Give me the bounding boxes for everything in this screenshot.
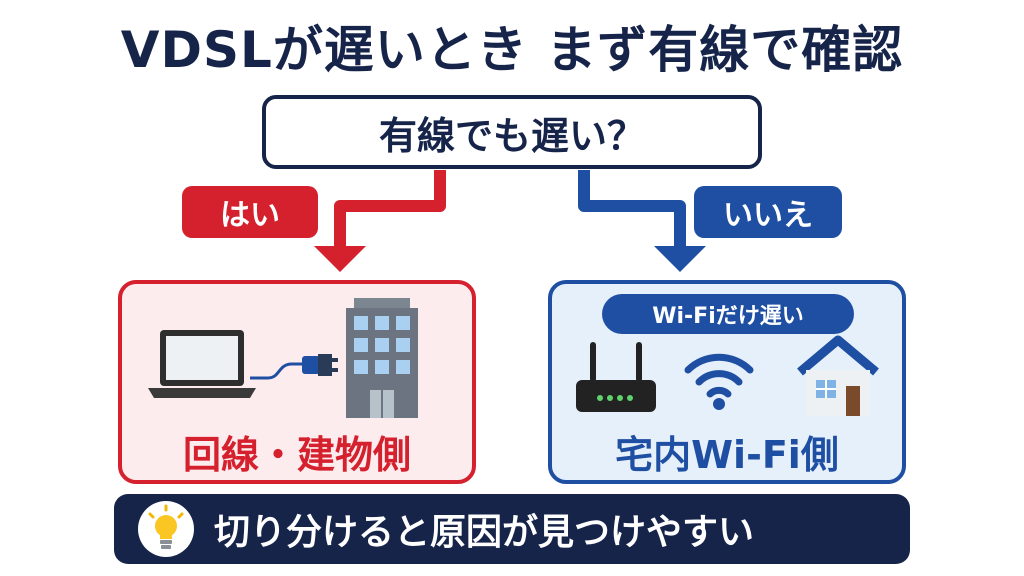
- home-wifi-label: 宅内Wi-Fi側: [615, 433, 839, 477]
- building-icon: [346, 298, 418, 418]
- wifi-icon: [684, 353, 754, 410]
- yes-arrowhead: [314, 246, 366, 272]
- footer-text: 切り分けると原因が見つけやすい: [214, 512, 755, 553]
- yes-arrow: [334, 170, 446, 248]
- house-icon: [797, 335, 879, 416]
- no-badge: いいえ: [694, 186, 842, 238]
- question-box: 有線でも遅い？: [262, 95, 762, 169]
- wifi-only-slow-pill: Wi-Fiだけ遅い: [602, 294, 854, 334]
- home-wifi-panel: Wi-Fiだけ遅い 宅内Wi-Fi側: [548, 280, 906, 484]
- no-label: いいえ: [723, 198, 813, 233]
- no-arrowhead: [654, 246, 706, 272]
- question-text: 有線でも遅い？: [378, 113, 645, 158]
- wifi-only-slow-label: Wi-Fiだけ遅い: [652, 304, 804, 329]
- page-title: VDSLが遅いとき まず有線で確認: [120, 21, 904, 79]
- yes-badge: はい: [182, 186, 318, 238]
- yes-label: はい: [220, 198, 280, 233]
- ethernet-plug-icon: [250, 354, 338, 380]
- lightbulb-icon: [148, 504, 184, 549]
- router-icon: [576, 342, 656, 412]
- line-building-panel: 回線・建物側: [118, 280, 476, 484]
- footer-banner: 切り分けると原因が見つけやすい: [114, 494, 910, 564]
- laptop-icon: [148, 330, 256, 398]
- no-arrow: [578, 170, 686, 248]
- line-building-label: 回線・建物側: [182, 433, 411, 477]
